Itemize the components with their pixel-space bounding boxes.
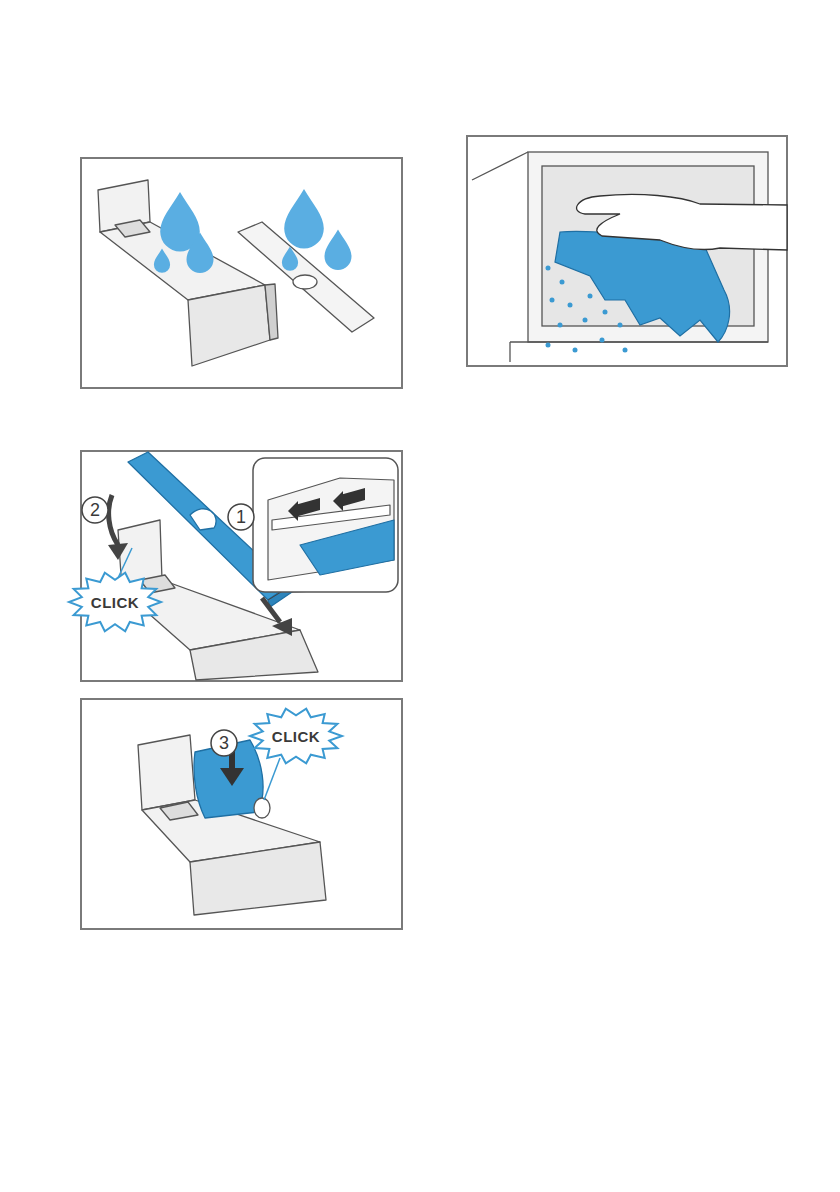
leader-line	[118, 548, 132, 578]
click-burst	[250, 709, 342, 764]
callout-circle	[228, 504, 254, 530]
drawer	[0, 0, 326, 915]
click-burst	[69, 573, 161, 631]
leader-line	[264, 758, 280, 800]
click-label: CLICK	[91, 595, 139, 610]
hand	[577, 194, 787, 250]
callout-number: 1	[236, 508, 246, 526]
callout-number: 2	[90, 501, 100, 519]
callout-number: 3	[219, 734, 229, 752]
water-drops	[154, 189, 352, 273]
detail-inset	[253, 458, 398, 592]
panel-frame	[81, 158, 402, 388]
panel-frame	[467, 136, 787, 366]
machine-opening	[472, 152, 768, 362]
inset-detail	[268, 478, 394, 580]
panel-frame	[81, 699, 402, 929]
panel-frame	[81, 451, 402, 681]
drawer-rinse	[98, 180, 374, 366]
click-label: CLICK	[272, 729, 320, 744]
callout-circle	[82, 497, 108, 523]
callout-circle	[211, 730, 237, 756]
